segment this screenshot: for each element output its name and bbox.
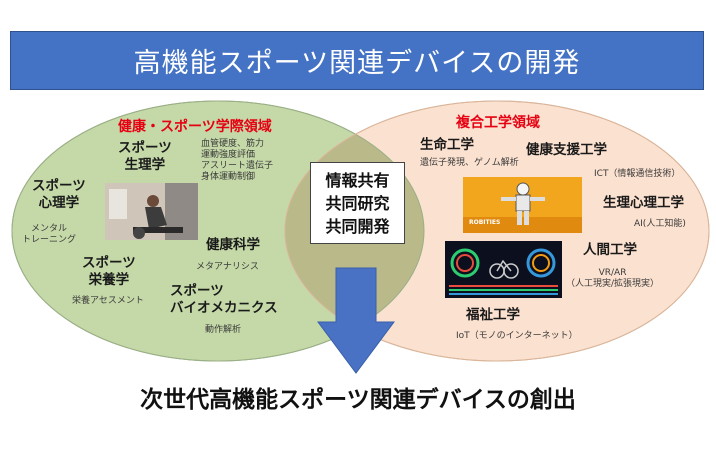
human-engineering-label: 人間工学 bbox=[583, 242, 637, 258]
title-banner: 高機能スポーツ関連デバイスの開発 bbox=[10, 31, 704, 90]
motion-analysis-label: 動作解析 bbox=[205, 325, 242, 335]
ai-label: AI(人工知能) bbox=[634, 219, 686, 229]
sports-nutrition-label: スポーツ 栄養学 bbox=[82, 255, 136, 288]
joint-research-label: 共同研究 bbox=[325, 193, 390, 213]
down-arrow bbox=[317, 267, 395, 374]
meta-analysis-label: メタアナリシス bbox=[196, 262, 259, 272]
vr-ar-label: VR/AR （人工現実/拡張現実） bbox=[566, 268, 660, 289]
left-domain-heading: 健康・スポーツ学際領域 bbox=[118, 119, 272, 135]
nutrition-assessment-label: 栄養アセスメント bbox=[72, 296, 144, 306]
collaboration-box: 情報共有 共同研究 共同開発 bbox=[310, 162, 405, 244]
health-science-label: 健康科学 bbox=[206, 237, 260, 253]
health-support-engineering-label: 健康支援工学 bbox=[526, 142, 607, 158]
psychophysiology-engineering-label: 生理心理工学 bbox=[603, 195, 684, 211]
right-domain-heading: 複合工学領域 bbox=[456, 115, 540, 131]
robot-photo-caption: ROBITIES bbox=[469, 219, 501, 226]
sports-physiology-label: スポーツ 生理学 bbox=[118, 140, 172, 173]
info-sharing-label: 情報共有 bbox=[325, 170, 390, 190]
physiology-topics: 血管硬度、筋力 運動強度評価 アスリート遺伝子 身体運動制御 bbox=[201, 139, 274, 182]
life-engineering-label: 生命工学 bbox=[420, 137, 474, 153]
welfare-engineering-label: 福祉工学 bbox=[466, 307, 520, 323]
sports-biomechanics-label: スポーツ バイオメカニクス bbox=[170, 283, 278, 316]
outcome-statement: 次世代高機能スポーツ関連デバイスの創出 bbox=[140, 387, 576, 413]
mental-training-label: メンタル トレーニング bbox=[22, 224, 77, 245]
exercise-test-photo bbox=[105, 183, 198, 240]
ict-label: ICT（情報通信技術） bbox=[594, 169, 681, 179]
joint-development-label: 共同開発 bbox=[325, 216, 390, 236]
life-engineering-topics: 遺伝子発現、ゲノム解析 bbox=[420, 158, 519, 168]
iot-label: IoT（モノのインターネット） bbox=[456, 331, 578, 341]
page-title: 高機能スポーツ関連デバイスの開発 bbox=[133, 48, 581, 79]
sports-psychology-label: スポーツ 心理学 bbox=[32, 178, 86, 211]
robot-photo: ROBITIES bbox=[463, 177, 582, 233]
sports-dashboard-image bbox=[445, 241, 562, 298]
